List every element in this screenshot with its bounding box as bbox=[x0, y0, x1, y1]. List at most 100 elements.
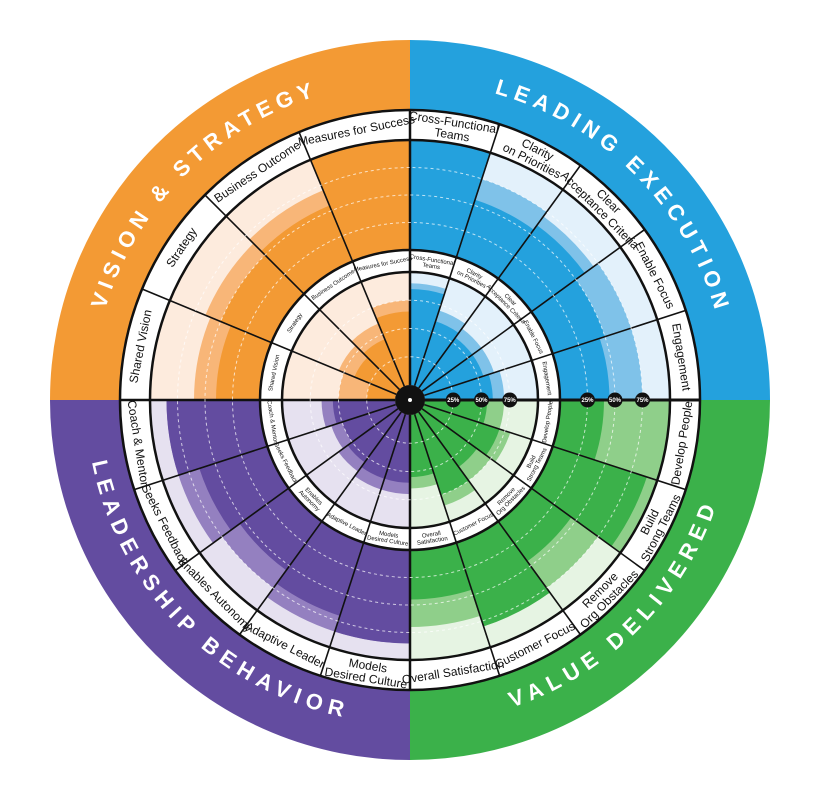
radial-divider bbox=[421, 228, 646, 392]
inner-label-cell bbox=[260, 400, 289, 447]
outer-bar-customer-focus bbox=[456, 521, 550, 627]
inner-label-cell bbox=[513, 311, 553, 361]
outer-bar-clarity-on-priorities bbox=[456, 199, 534, 279]
outer-bar-enables-autonomy bbox=[239, 488, 322, 571]
center-dot bbox=[408, 398, 412, 402]
outer-scale-marker: 25% bbox=[580, 392, 595, 408]
inner-label-cell bbox=[485, 278, 532, 325]
inner-scale-marker: 50% bbox=[474, 392, 489, 408]
radial-divider bbox=[418, 411, 582, 636]
outer-label-cell bbox=[562, 552, 645, 635]
radial-divider bbox=[133, 403, 396, 491]
grid-lines bbox=[118, 108, 702, 692]
inner-label-cell bbox=[321, 503, 371, 543]
radial-divider bbox=[298, 131, 405, 387]
outer-label-cell bbox=[490, 610, 581, 676]
outer-label-cell bbox=[620, 480, 686, 571]
inner-bar-remove-org-obstacles bbox=[418, 408, 477, 467]
inner-bar-clarity-on-priorities bbox=[414, 321, 459, 388]
band-vd bbox=[410, 400, 770, 760]
radial-divider bbox=[424, 403, 687, 491]
inner-bar-build-strong-teams bbox=[422, 404, 500, 456]
outer-bar-overall-satisfaction bbox=[410, 542, 472, 600]
radial-divider bbox=[174, 408, 399, 572]
outer-label-cell bbox=[410, 110, 500, 153]
outer-label-cell bbox=[320, 647, 410, 690]
outer-bar-develop-people bbox=[552, 400, 604, 460]
inner-bar-engagement bbox=[424, 374, 493, 400]
outer-label-cell bbox=[657, 310, 700, 400]
svg-text:Satisfaction: Satisfaction bbox=[417, 536, 449, 547]
outer-bar-adaptive-leader bbox=[276, 521, 364, 616]
inner-scale-marker: 25% bbox=[445, 392, 461, 408]
inner-label-cell bbox=[288, 475, 335, 522]
outer-label-cell bbox=[239, 610, 330, 676]
outer-scale-marker: 50% bbox=[607, 392, 623, 408]
outer-label-cell bbox=[657, 400, 700, 490]
inner-bar-customer-focus bbox=[414, 412, 469, 495]
inner-label-engagement: Engagement bbox=[541, 361, 552, 396]
inner-label-cell bbox=[260, 342, 292, 400]
svg-text:50%: 50% bbox=[475, 398, 488, 404]
inner-label-cell bbox=[410, 250, 457, 279]
inner-label-cell bbox=[449, 257, 499, 297]
svg-text:Teams: Teams bbox=[433, 125, 470, 144]
svg-text:Models: Models bbox=[379, 531, 399, 540]
radial-divider bbox=[413, 414, 501, 677]
inner-label-cell bbox=[531, 400, 560, 447]
radial-divider bbox=[319, 414, 407, 677]
band-lb bbox=[50, 400, 410, 760]
radial-divider bbox=[424, 309, 687, 397]
outer-bar-shared-vision bbox=[216, 325, 272, 400]
outer-label-cell bbox=[490, 124, 581, 190]
svg-text:50%: 50% bbox=[609, 398, 622, 404]
radial-divider bbox=[413, 123, 501, 386]
inner-bar-seeks-feedback bbox=[341, 404, 398, 443]
inner-label-cell bbox=[485, 475, 532, 522]
inner-bar-enables-autonomy bbox=[347, 408, 402, 463]
svg-text:Engagement: Engagement bbox=[541, 361, 552, 396]
inner-label-cell bbox=[267, 439, 307, 489]
inner-scale-marker: 75% bbox=[502, 392, 518, 408]
outer-bar-coach-mentor bbox=[166, 400, 268, 476]
svg-text:75%: 75% bbox=[504, 398, 517, 404]
inner-bar-enable-focus bbox=[422, 354, 484, 396]
band-le bbox=[410, 40, 770, 400]
svg-text:25%: 25% bbox=[447, 398, 460, 404]
center-hub: 25% 50% 75% 25% 50% 75% bbox=[395, 385, 650, 415]
outer-bar-clear-acceptance-criteria bbox=[498, 225, 585, 312]
inner-label-cell bbox=[513, 439, 553, 489]
radial-divider bbox=[204, 194, 400, 390]
svg-text:Build: Build bbox=[526, 455, 537, 470]
outer-title-bands bbox=[50, 40, 770, 760]
inner-bar-shared-vision bbox=[366, 383, 397, 400]
inner-label-cell bbox=[352, 250, 410, 282]
inner-label-cell bbox=[363, 521, 410, 550]
inner-label-cell bbox=[410, 521, 457, 550]
outer-bar-enable-focus bbox=[531, 279, 605, 354]
outer-label-cell bbox=[134, 480, 200, 571]
outer-bar-strategy bbox=[220, 255, 304, 343]
inner-bar-overall-satisfaction bbox=[410, 414, 434, 478]
svg-text:Overall: Overall bbox=[422, 531, 442, 540]
radial-divider bbox=[238, 411, 402, 636]
band-vs bbox=[50, 40, 410, 400]
inner-label-cell bbox=[449, 503, 499, 543]
inner-bar-coach-mentor bbox=[332, 400, 396, 424]
radial-divider bbox=[418, 164, 582, 389]
inner-bar-develop-people bbox=[424, 400, 488, 424]
outer-label-cell bbox=[620, 229, 686, 320]
inner-label-cell bbox=[271, 293, 320, 352]
svg-text:75%: 75% bbox=[636, 398, 649, 404]
inner-bar-models-desired-culture bbox=[384, 414, 410, 483]
inner-bar-adaptive-leader bbox=[361, 412, 406, 479]
outer-label-cell bbox=[562, 165, 645, 248]
inner-bar-strategy bbox=[354, 357, 400, 395]
svg-text:Models: Models bbox=[348, 656, 388, 676]
inner-bar-clear-acceptance-criteria bbox=[418, 337, 473, 392]
inner-label-cell bbox=[303, 261, 362, 310]
outer-label-cell bbox=[410, 647, 500, 690]
outer-label-cell bbox=[142, 194, 227, 301]
